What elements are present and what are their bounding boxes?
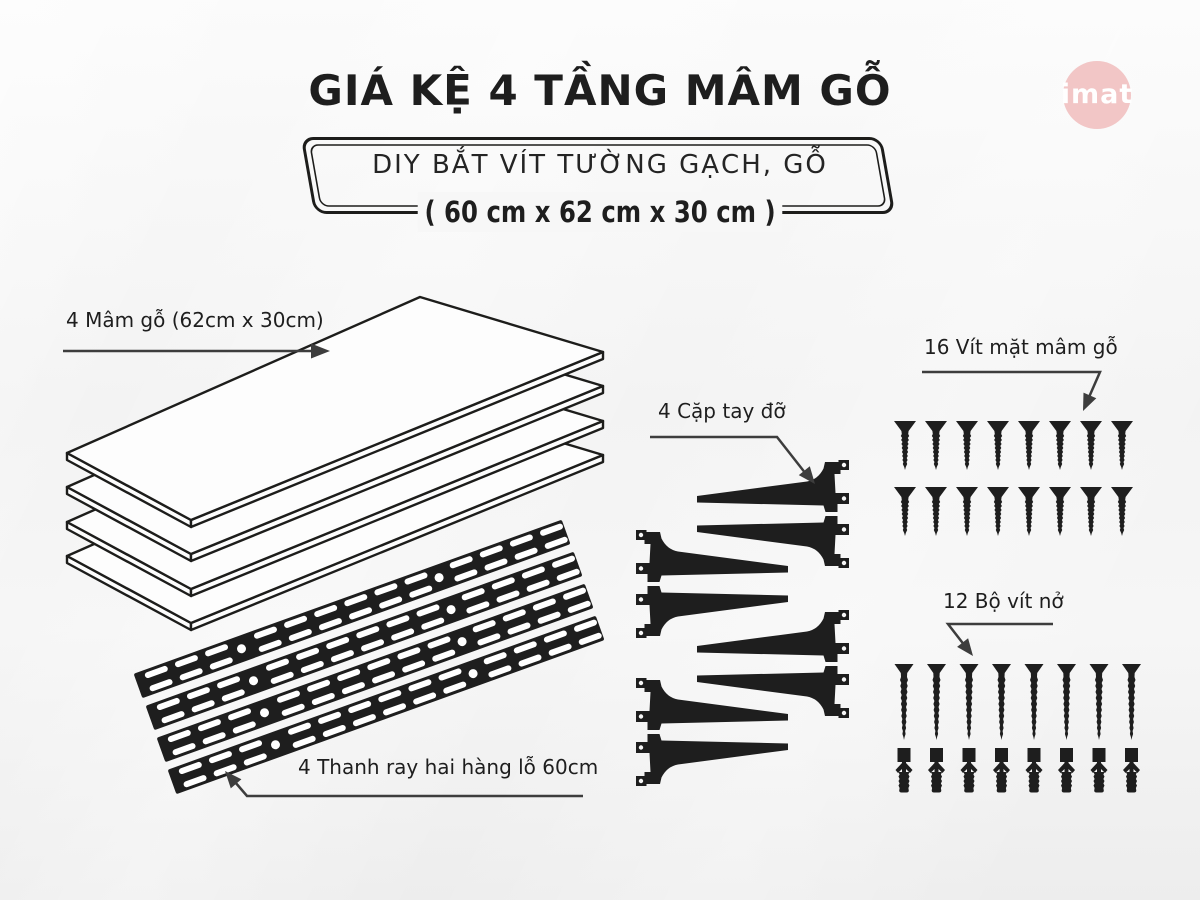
- leader-arrow-surface-screws: [922, 370, 1102, 411]
- label-shelves: 4 Mâm gỗ (62cm x 30cm): [66, 308, 324, 332]
- label-rails: 4 Thanh ray hai hàng lỗ 60cm: [298, 755, 599, 779]
- bracket-pairs-drawing: [636, 460, 849, 786]
- badge-dimensions-wrap: ( 60 cm x 62 cm x 30 cm ): [0, 192, 1200, 232]
- anchor-sets-drawing: [894, 664, 1141, 793]
- label-anchor-sets: 12 Bộ vít nở: [943, 589, 1064, 613]
- label-surface-screws: 16 Vít mặt mâm gỗ: [924, 335, 1118, 359]
- brand-logo-text: imat: [1060, 78, 1134, 110]
- label-brackets: 4 Cặp tay đỡ: [658, 399, 786, 423]
- leader-arrow-shelves: [63, 343, 330, 359]
- leader-arrow-rails: [225, 771, 583, 798]
- leader-arrow-brackets: [650, 435, 815, 484]
- badge-subtitle: DIY BẮT VÍT TƯỜNG GẠCH, GỖ: [372, 150, 828, 180]
- leader-arrow-anchor-sets: [945, 622, 1053, 656]
- page-title: GIÁ KỆ 4 TẦNG MÂM GỖ: [308, 66, 892, 115]
- surface-screws-drawing: [894, 421, 1133, 536]
- badge-dimensions: ( 60 cm x 62 cm x 30 cm ): [417, 192, 783, 232]
- leader-arrows: [63, 343, 1102, 798]
- brand-logo: imat: [1060, 61, 1134, 129]
